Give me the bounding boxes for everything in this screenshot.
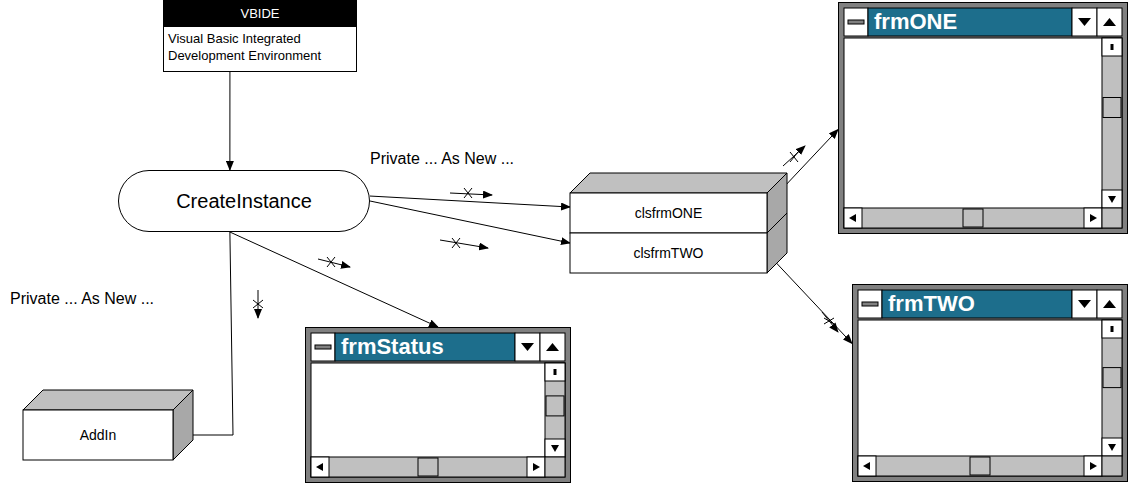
edge-label: Private ... As New ... [8, 290, 156, 308]
body-text: Visual Basic Integrated Development Envi… [164, 27, 356, 67]
node-text: clsfrmTWO [634, 245, 704, 261]
edge-label: Private ... As New ... [368, 150, 516, 168]
class-box: clsfrmTWO [570, 233, 767, 273]
class-box: AddIn [23, 410, 173, 460]
class-box: clsfrmONE [570, 193, 767, 233]
window-title: frmTWO [888, 290, 975, 318]
window-form: frmONE [838, 2, 1128, 234]
window-form: frmTWO [852, 284, 1128, 482]
window-form: frmStatus [305, 327, 571, 483]
connector [229, 72, 230, 170]
connector [230, 232, 438, 327]
node-text: clsfrmONE [635, 205, 703, 221]
connector [767, 253, 852, 343]
node-text: CreateInstance [176, 190, 312, 213]
window-title: frmStatus [341, 333, 444, 361]
node-text: AddIn [80, 427, 117, 443]
header-box: VBIDEVisual Basic Integrated Development… [163, 0, 357, 72]
header-band: VBIDE [164, 1, 356, 27]
process-pill: CreateInstance [118, 170, 370, 232]
window-chrome [838, 2, 1128, 234]
window-title: frmONE [874, 8, 957, 36]
connector [370, 196, 570, 207]
connector [370, 201, 570, 243]
